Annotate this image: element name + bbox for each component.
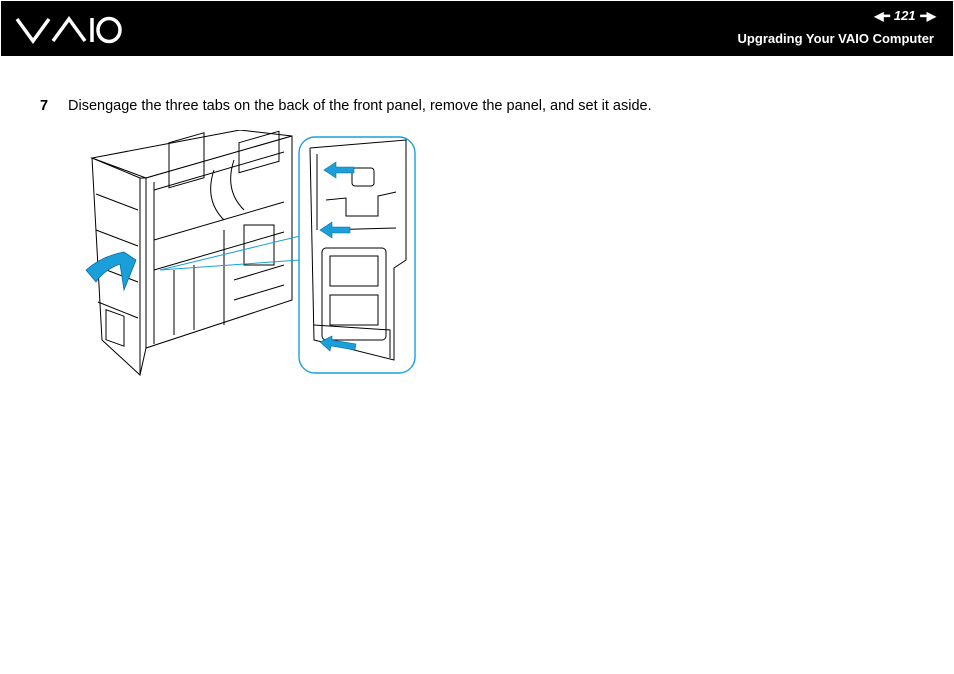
- next-page-icon[interactable]: ━▶: [920, 8, 936, 23]
- step-text: Disengage the three tabs on the back of …: [68, 98, 652, 114]
- removal-arrow-icon: [85, 251, 137, 292]
- section-title: Upgrading Your VAIO Computer: [737, 31, 934, 46]
- previous-page-icon[interactable]: ◀━: [874, 8, 889, 23]
- page-number: 121: [893, 8, 916, 23]
- callout-line: [159, 235, 301, 271]
- computer-case-drawing: [90, 130, 293, 377]
- callout-line: [159, 259, 301, 271]
- zoom-callout-box: [298, 136, 416, 374]
- tab-arrow-icons: [319, 161, 357, 352]
- page-navigation: ◀━ 121 ━▶: [874, 8, 936, 23]
- vaio-logo: [15, 16, 122, 44]
- front-panel-removal-illustration: [85, 130, 416, 377]
- step-number: 7: [40, 98, 49, 114]
- page-header: ◀━ 121 ━▶ Upgrading Your VAIO Computer: [1, 1, 953, 56]
